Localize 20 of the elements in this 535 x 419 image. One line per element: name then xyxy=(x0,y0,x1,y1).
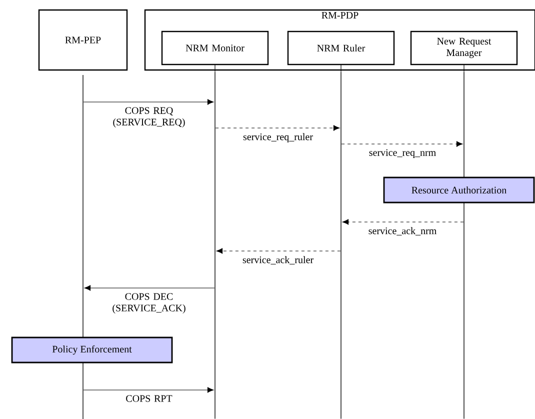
message-arrow xyxy=(83,99,214,105)
message-label: service_req_nrm xyxy=(369,149,436,158)
participant-box: New Request Manager xyxy=(410,30,518,66)
message-arrow xyxy=(84,285,215,291)
participant-box: NRM Ruler xyxy=(287,30,395,66)
message-arrow xyxy=(215,125,340,131)
message-arrow xyxy=(342,219,464,225)
message-label: service_ack_nrm xyxy=(368,227,436,236)
message-arrow xyxy=(341,141,463,147)
participant-box: NRM Monitor xyxy=(161,30,269,66)
message-label: COPS DEC (SERVICE_ACK) xyxy=(112,293,186,314)
message-label: COPS RPT xyxy=(126,395,172,402)
message-label: service_req_ruler xyxy=(243,133,313,142)
activity-box: Policy Enforcement xyxy=(11,336,173,364)
message-label: COPS REQ (SERVICE_REQ) xyxy=(113,107,185,128)
activity-box: Resource Authorization xyxy=(383,176,535,204)
message-arrow xyxy=(216,248,341,254)
participant-box: RM-PEP xyxy=(38,9,128,71)
message-label: service_ack_ruler xyxy=(242,256,314,264)
message-arrow xyxy=(83,387,214,393)
